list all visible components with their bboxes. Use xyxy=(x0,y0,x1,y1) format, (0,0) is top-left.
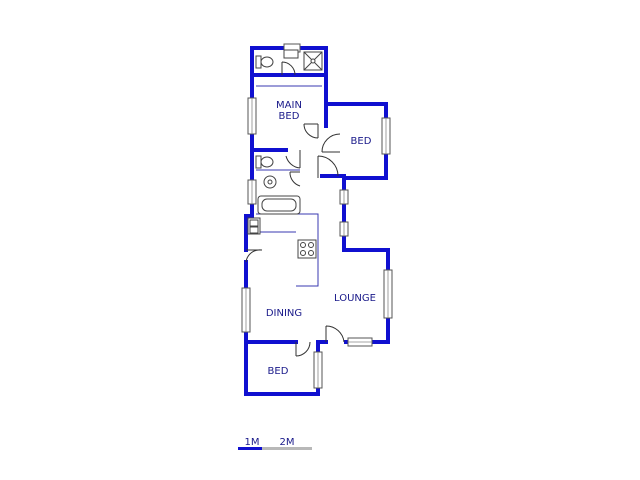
door-bathroom xyxy=(289,171,301,187)
doors xyxy=(245,61,345,357)
scale-bar: 1M 2M xyxy=(238,437,312,450)
door-bath xyxy=(281,61,296,76)
room-label-bed-bottom: BED xyxy=(268,366,289,377)
windows xyxy=(241,43,393,389)
sink-icon xyxy=(247,217,261,235)
room-label-main-bed-line1: MAIN xyxy=(276,100,302,111)
door-main-bed xyxy=(303,123,319,139)
door-entrance xyxy=(325,325,345,343)
scale-segment-dark xyxy=(238,447,262,450)
bathtub-icon xyxy=(257,195,301,215)
fixtures xyxy=(247,49,323,259)
door-corridor xyxy=(317,155,339,178)
door-kitchen xyxy=(245,249,263,263)
room-label-lounge: LOUNGE xyxy=(334,293,376,304)
scale-label-1m: 1M xyxy=(245,437,260,448)
exterior-walls xyxy=(244,46,390,396)
door-bed-bottom xyxy=(295,341,311,357)
toilet-icon-middle xyxy=(255,155,274,169)
basin-icon-middle xyxy=(263,175,277,189)
room-label-bed-right: BED xyxy=(351,136,372,147)
room-label-dining: DINING xyxy=(266,308,302,319)
scale-segment-light xyxy=(262,447,312,450)
window-panes xyxy=(245,98,389,388)
toilet-icon-top xyxy=(255,55,274,69)
stove-icon xyxy=(297,239,317,259)
door-bed-right xyxy=(321,133,341,153)
shower-icon xyxy=(303,51,323,71)
basin-icon-top xyxy=(283,49,299,59)
room-label-main-bed-line2: BED xyxy=(279,111,300,122)
door-toilet xyxy=(285,150,301,169)
scale-label-2m: 2M xyxy=(280,437,295,448)
